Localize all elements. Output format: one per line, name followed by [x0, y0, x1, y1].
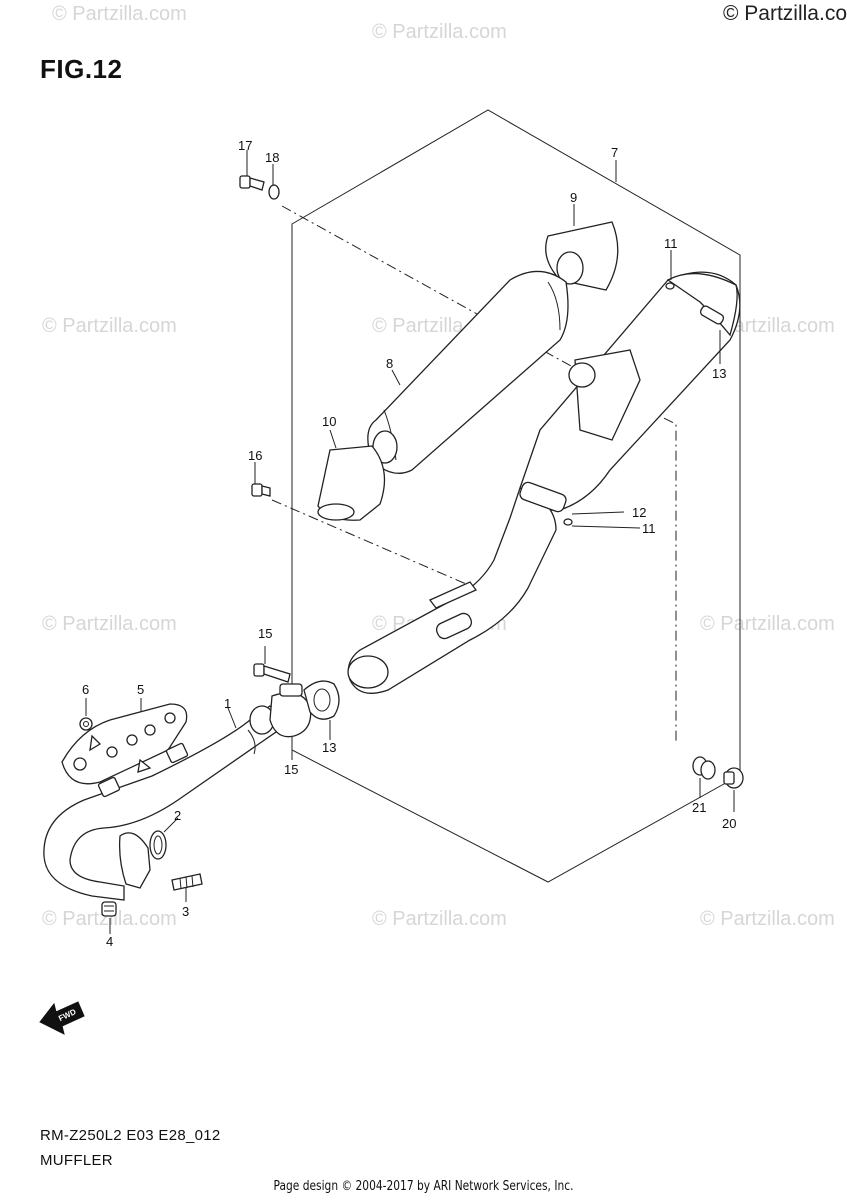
callout-3: 3 — [182, 904, 189, 919]
watermark: © Partzilla.com — [372, 908, 507, 930]
callout-12: 12 — [632, 505, 646, 520]
end-cap-part-9[interactable] — [545, 221, 619, 291]
bolt-part-20[interactable] — [723, 767, 744, 789]
callout-21: 21 — [692, 800, 706, 815]
nut-part-4[interactable] — [101, 901, 117, 917]
bolt-part-15[interactable] — [253, 663, 291, 683]
callout-13: 13 — [712, 366, 726, 381]
stud-bolt-part-3[interactable] — [171, 873, 203, 891]
page-design-credit: Page design © 2004-2017 by ARI Network S… — [273, 1179, 574, 1194]
bolt-part-17[interactable] — [251, 483, 271, 497]
model-code: RM-Z250L2 E03 E28_012 — [40, 1127, 221, 1144]
callout-16: 15 — [284, 762, 298, 777]
callout-9: 9 — [570, 190, 577, 205]
watermark: © Partzilla.com — [700, 613, 835, 635]
watermark: © Partzilla.com — [700, 908, 835, 930]
inlet-cone-part-10[interactable] — [317, 445, 386, 521]
callout-10: 10 — [322, 414, 336, 429]
callout-5: 5 — [137, 682, 144, 697]
callout-1: 1 — [224, 696, 231, 711]
gasket-part-14[interactable] — [303, 680, 340, 720]
callout-19: 18 — [265, 150, 279, 165]
leader-lines — [85, 150, 735, 934]
callout-20: 20 — [722, 816, 736, 831]
bolt-17-centerline — [271, 499, 481, 591]
callout-15: 15 — [258, 626, 272, 641]
callout-6: 6 — [82, 682, 89, 697]
watermark: © Partzilla.com — [372, 21, 507, 43]
callout-2: 2 — [174, 808, 181, 823]
callout-14: 13 — [322, 740, 336, 755]
watermark: © Partzilla.com — [42, 613, 177, 635]
callout-7: 7 — [611, 145, 618, 160]
heat-shield-part-5[interactable] — [61, 703, 189, 798]
bolt-18-centerline — [281, 205, 619, 393]
gasket-part-2[interactable] — [149, 830, 167, 860]
copyright-label: © Partzilla.co — [722, 2, 847, 25]
connector-pipe[interactable] — [347, 481, 568, 694]
clamp-part-16[interactable] — [269, 683, 312, 738]
exhaust-pipe-part-1[interactable] — [43, 705, 279, 901]
watermark: © Partzilla.com — [42, 315, 177, 337]
watermark: © Partzilla.com — [42, 908, 177, 930]
exhaust-flange[interactable] — [118, 832, 151, 889]
callout-11-top: 11 — [664, 236, 678, 251]
nut-part-6[interactable] — [79, 717, 93, 731]
callout-11-bottom: 11 — [642, 521, 656, 536]
muffler-body[interactable] — [519, 271, 741, 526]
outer-shell-part-8[interactable] — [367, 270, 569, 474]
watermark: © Partzilla.com — [52, 3, 187, 25]
callout-8: 8 — [386, 356, 393, 371]
callout-4: 4 — [106, 934, 113, 949]
washer-part-19[interactable] — [268, 184, 280, 200]
fwd-arrow-icon: FWD — [39, 1001, 85, 1035]
callout-18: 17 — [238, 138, 252, 153]
collar-part-21[interactable] — [692, 756, 716, 780]
bolt-part-18[interactable] — [239, 175, 265, 191]
section-name: MUFFLER — [40, 1152, 113, 1169]
callout-17: 16 — [248, 448, 262, 463]
callout-numbers: 17 18 7 9 11 13 8 10 16 12 11 15 6 5 1 2… — [82, 138, 736, 949]
figure-label: FIG.12 — [40, 54, 123, 84]
